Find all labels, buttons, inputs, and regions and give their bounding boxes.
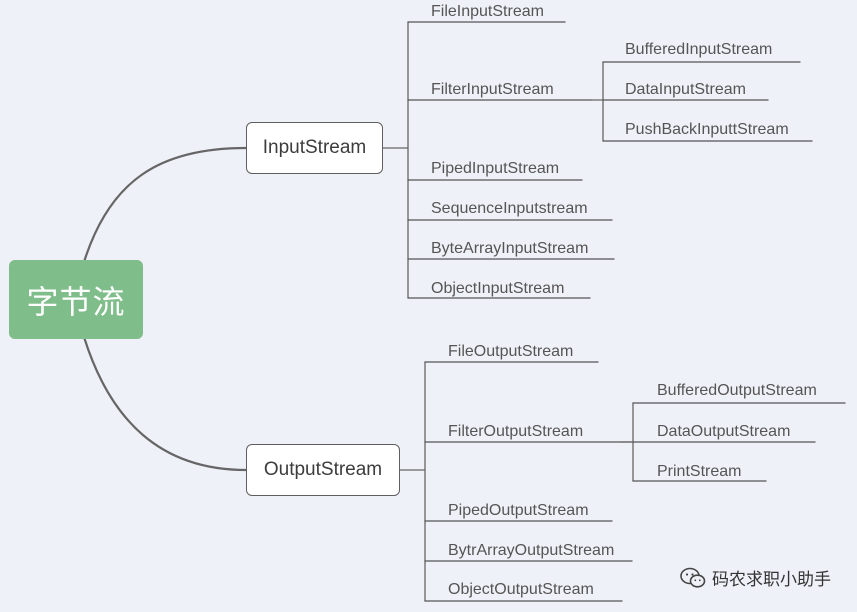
leaf-fileoutputstream: FileOutputStream <box>448 343 574 360</box>
branch-node-inputstream: InputStream <box>246 122 383 174</box>
watermark-text: 码农求职小助手 <box>712 570 831 590</box>
watermark: 码农求职小助手 <box>680 565 831 590</box>
leaf-filterinputstream: FilterInputStream <box>431 81 554 98</box>
leaf-bufferedinputstream: BufferedInputStream <box>625 41 773 58</box>
leaf-bufferedoutputstream: BufferedOutputStream <box>657 382 817 399</box>
leaf-printstream: PrintStream <box>657 463 742 480</box>
root-to-inputstream <box>82 146 248 264</box>
leaf-pipedinputstream: PipedInputStream <box>431 160 560 177</box>
root-to-outputstream <box>82 335 248 472</box>
leaf-bytearrayinputstream: ByteArrayInputStream <box>431 240 589 257</box>
leaf-objectoutputstream: ObjectOutputStream <box>448 581 594 598</box>
leaf-dataoutputstream: DataOutputStream <box>657 423 791 440</box>
leaf-datainputstream: DataInputStream <box>625 81 746 98</box>
leaf-objectinputstream: ObjectInputStream <box>431 280 565 297</box>
leaf-fileinputstream: FileInputStream <box>431 3 544 20</box>
wechat-icon <box>680 567 706 588</box>
leaf-pipedoutputstream: PipedOutputStream <box>448 502 589 519</box>
leaf-pushbackinputtstream: PushBackInputtStream <box>625 121 789 138</box>
leaf-filteroutputstream: FilterOutputStream <box>448 423 584 440</box>
root-node: 字节流 <box>9 260 143 339</box>
leaf-sequenceinputstream: SequenceInputstream <box>431 200 588 217</box>
branch-node-outputstream: OutputStream <box>246 444 400 496</box>
leaf-bytrarrayoutputstream: BytrArrayOutputStream <box>448 542 615 559</box>
